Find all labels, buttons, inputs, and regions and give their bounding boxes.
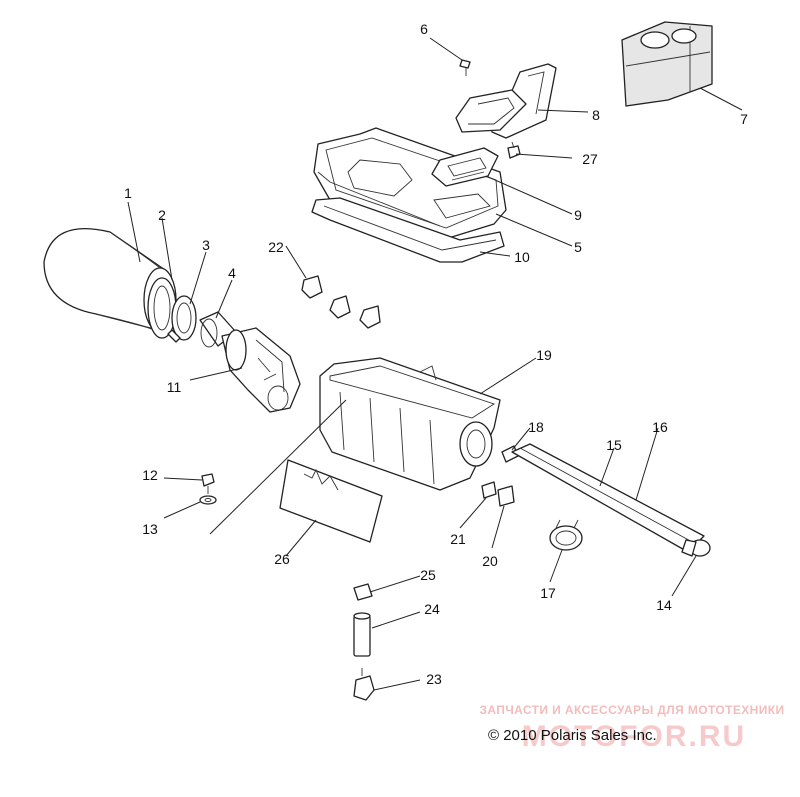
callout-25: 25	[420, 567, 436, 583]
callout-3: 3	[202, 237, 210, 253]
callout-8: 8	[592, 107, 600, 123]
callout-12: 12	[142, 467, 158, 483]
watermark-brand: MOTOFOR.RU	[522, 720, 746, 753]
part-26-label	[279, 459, 383, 543]
part-17-spring-clamp	[549, 519, 583, 551]
leader-lines	[127, 37, 743, 691]
callout-21: 21	[450, 531, 466, 547]
part-2-filter-clamp	[147, 277, 177, 339]
part-11-intake-duct	[221, 327, 301, 413]
callout-14: 14	[656, 597, 672, 613]
part-15-16-drain-tube	[511, 443, 705, 553]
part-7-foam-block	[621, 21, 713, 107]
callout-23: 23	[426, 671, 442, 687]
part-10-gasket	[311, 197, 505, 263]
callout-4: 4	[228, 265, 236, 281]
callout-19: 19	[536, 347, 552, 363]
part-25-clamp	[353, 583, 373, 601]
watermark: ЗАПЧАСТИ И АКСЕССУАРЫ ДЛЯ МОТОТЕХНИКИ MO…	[479, 703, 784, 753]
part-6-screw	[459, 59, 471, 76]
callout-18: 18	[528, 419, 544, 435]
callout-15: 15	[606, 437, 622, 453]
part-12-bolt	[201, 473, 215, 494]
part-24-hose	[353, 612, 371, 657]
callout-11: 11	[167, 379, 182, 395]
copyright-notice: © 2010 Polaris Sales Inc.	[488, 727, 657, 744]
callout-2: 2	[158, 207, 166, 223]
part-23-valve	[353, 668, 375, 701]
callout-5: 5	[574, 239, 582, 255]
callout-17: 17	[540, 585, 556, 601]
part-14-tube-clamp	[681, 539, 711, 557]
callout-27: 27	[582, 151, 598, 167]
callout-6: 6	[420, 21, 428, 37]
part-27-fastener	[507, 141, 521, 159]
callout-labels: 6 7 8 27 9 5 10 1 2 3 4 11 22 19 18 15 1…	[124, 21, 748, 687]
part-9-cover-plate	[431, 147, 499, 187]
part-22-clips	[301, 275, 381, 329]
part-8-intake-snorkel	[455, 63, 557, 139]
callout-7: 7	[740, 111, 748, 127]
callout-24: 24	[424, 601, 440, 617]
part-21-fitting	[481, 481, 497, 499]
callout-13: 13	[142, 521, 158, 537]
part-20-fitting	[497, 485, 515, 507]
part-13-washer	[199, 495, 217, 505]
callout-16: 16	[652, 419, 668, 435]
callout-1: 1	[124, 185, 132, 201]
part-3-hose-clamp	[167, 295, 197, 343]
callout-10: 10	[514, 249, 530, 265]
callout-9: 9	[574, 207, 582, 223]
watermark-tagline: ЗАПЧАСТИ И АКСЕССУАРЫ ДЛЯ МОТОТЕХНИКИ	[479, 703, 784, 717]
callout-22: 22	[268, 239, 284, 255]
callout-20: 20	[482, 553, 498, 569]
callout-26: 26	[274, 551, 290, 567]
part-19-airbox-body	[319, 357, 501, 491]
